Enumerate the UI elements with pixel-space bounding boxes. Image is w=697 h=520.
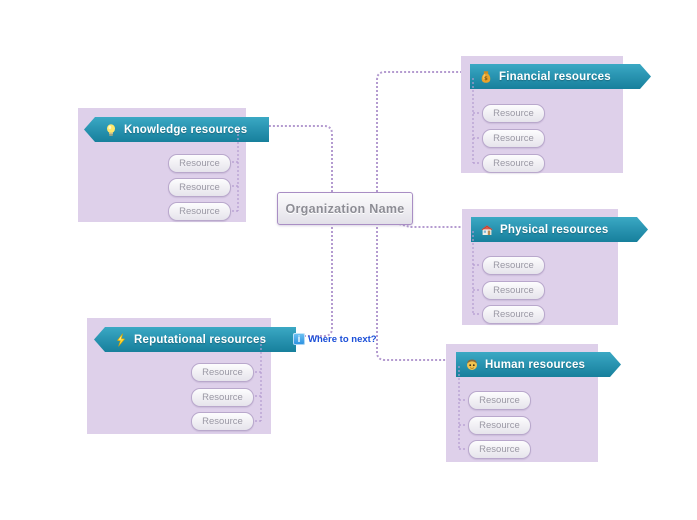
child-connectors: [231, 130, 239, 212]
lightbulb-icon: [104, 123, 118, 137]
resource-pill[interactable]: Resource: [482, 129, 545, 148]
branch-financial[interactable]: $ Financial resources Resource Resource …: [461, 56, 623, 173]
branch-physical[interactable]: Physical resources Resource Resource Res…: [462, 209, 618, 325]
wire-human: [376, 223, 457, 361]
resource-label: Resource: [479, 420, 520, 431]
resource-label: Resource: [179, 158, 220, 169]
child-connectors: [472, 78, 481, 164]
resource-pill[interactable]: Resource: [482, 154, 545, 173]
resource-pill[interactable]: Resource: [482, 281, 545, 300]
resource-label: Resource: [493, 260, 534, 271]
resource-pill[interactable]: Resource: [468, 391, 531, 410]
page-title: Organization Name: [285, 201, 405, 216]
resource-pill[interactable]: Resource: [191, 363, 254, 382]
resource-pill[interactable]: Resource: [191, 388, 254, 407]
branch-label: Reputational resources: [134, 333, 267, 346]
info-icon: i: [293, 333, 305, 345]
child-connectors: [254, 340, 262, 422]
resource-label: Resource: [202, 367, 243, 378]
branch-label: Human resources: [485, 358, 586, 371]
branch-reputational[interactable]: Reputational resources Resource Resource…: [87, 318, 296, 434]
resource-label: Resource: [493, 285, 534, 296]
branch-banner-reputational[interactable]: Reputational resources: [94, 327, 296, 352]
resource-pill[interactable]: Resource: [168, 154, 231, 173]
money-bag-icon: $: [479, 70, 493, 84]
resource-label: Resource: [493, 309, 534, 320]
branch-human[interactable]: Human resources Resource Resource Resour…: [446, 344, 598, 462]
branch-label: Financial resources: [499, 70, 611, 83]
branch-banner-human[interactable]: Human resources: [456, 352, 621, 377]
branch-label: Knowledge resources: [124, 123, 248, 136]
resource-label: Resource: [493, 108, 534, 119]
person-icon: [465, 358, 479, 372]
lightning-icon: [114, 333, 128, 347]
svg-text:$: $: [484, 76, 488, 82]
resource-pill[interactable]: Resource: [168, 178, 231, 197]
where-to-next-note[interactable]: i Where to next?: [293, 333, 377, 345]
resource-pill[interactable]: Resource: [482, 104, 545, 123]
branch-label: Physical resources: [500, 223, 609, 236]
resource-pill[interactable]: Resource: [468, 440, 531, 459]
wire-financial: [376, 71, 470, 192]
resource-label: Resource: [479, 395, 520, 406]
resource-label: Resource: [179, 206, 220, 217]
resource-label: Resource: [493, 158, 534, 169]
resource-label: Resource: [479, 444, 520, 455]
resource-label: Resource: [493, 133, 534, 144]
where-to-next-label: Where to next?: [308, 333, 377, 345]
branch-knowledge[interactable]: Knowledge resources Resource Resource Re…: [78, 108, 269, 222]
resource-label: Resource: [202, 392, 243, 403]
building-icon: [480, 223, 494, 237]
central-node[interactable]: Organization Name: [277, 192, 413, 225]
child-connectors: [472, 231, 481, 315]
resource-pill[interactable]: Resource: [482, 256, 545, 275]
resource-pill[interactable]: Resource: [482, 305, 545, 324]
resource-label: Resource: [202, 416, 243, 427]
branch-banner-physical[interactable]: Physical resources: [471, 217, 648, 242]
resource-pill[interactable]: Resource: [191, 412, 254, 431]
resource-pill[interactable]: Resource: [468, 416, 531, 435]
branch-banner-financial[interactable]: $ Financial resources: [470, 64, 651, 89]
resource-pill[interactable]: Resource: [168, 202, 231, 221]
child-connectors: [458, 366, 467, 450]
resource-label: Resource: [179, 182, 220, 193]
branch-banner-knowledge[interactable]: Knowledge resources: [84, 117, 269, 142]
